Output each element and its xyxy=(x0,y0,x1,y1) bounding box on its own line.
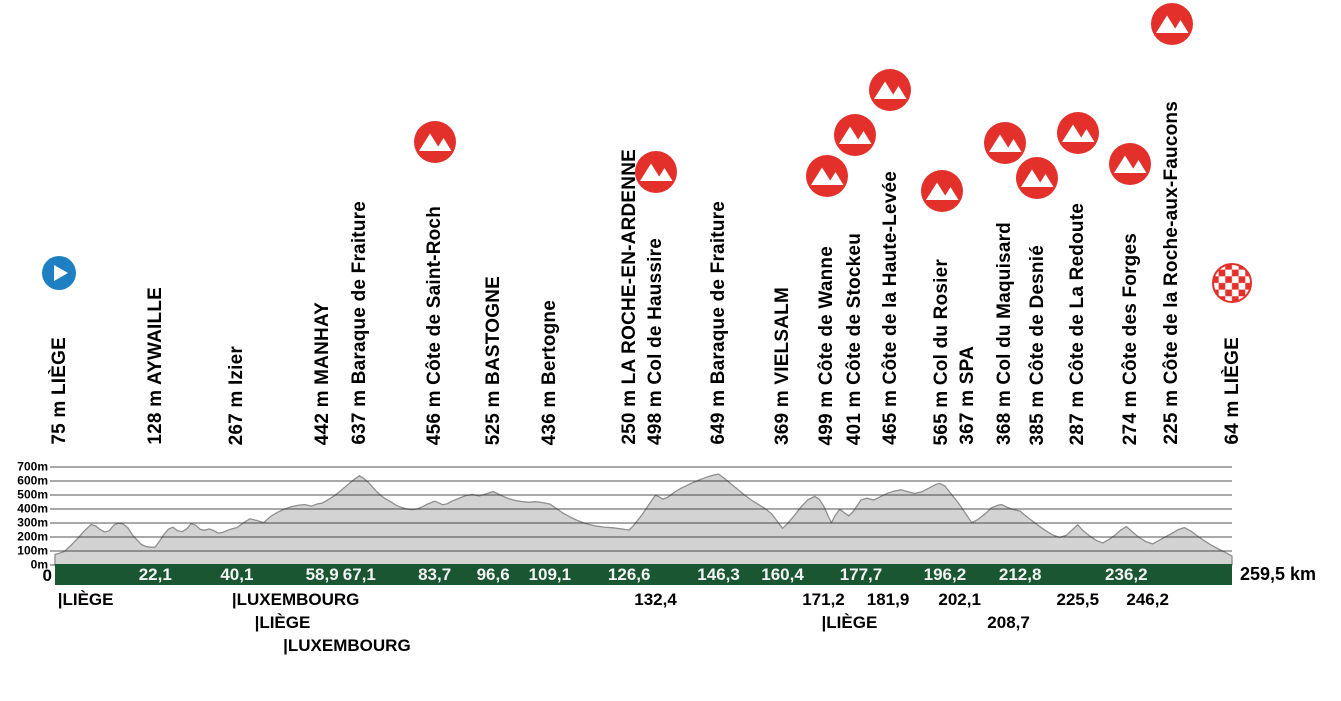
finish-icon xyxy=(1212,263,1252,308)
km-marker: 160,4 xyxy=(761,565,804,584)
waypoint-label-3: 442 m MANHAY xyxy=(311,301,333,445)
km-marker: 146,3 xyxy=(697,565,740,584)
waypoint-label-5: 456 m Côte de Saint-Roch xyxy=(424,205,446,445)
climb-icon xyxy=(1015,156,1059,205)
waypoint-label-21: 225 m Côte de la Roche-aux-Faucons xyxy=(1161,101,1183,445)
y-axis-tick-label: 200m xyxy=(17,530,48,544)
y-axis-tick-label: 600m xyxy=(17,474,48,488)
start-distance-label: 0 xyxy=(42,566,52,585)
climb-mountain-icon xyxy=(634,151,677,193)
waypoint-label-18: 385 m Côte de Desnié xyxy=(1026,244,1048,445)
km-marker: 171,2 xyxy=(802,590,845,609)
km-marker: 212,8 xyxy=(998,565,1042,584)
finish-checkered-icon xyxy=(1212,263,1252,303)
climb-icon xyxy=(1108,142,1152,191)
km-marker: 109,1 xyxy=(528,565,572,584)
waypoint-label-17: 368 m Col du Maquisard xyxy=(994,222,1016,445)
climb-icon xyxy=(833,113,877,162)
climb-icon xyxy=(868,68,912,117)
y-axis-tick-label: 0m xyxy=(31,558,48,572)
km-marker: 96,6 xyxy=(476,565,510,584)
y-axis-tick-label: 500m xyxy=(17,488,48,502)
climb-icon xyxy=(1056,111,1100,160)
elevation-area xyxy=(54,473,1233,566)
km-marker: 225,5 xyxy=(1056,590,1100,609)
climb-icon xyxy=(805,154,849,203)
km-marker: 208,7 xyxy=(987,613,1030,632)
y-axis-tick-label: 100m xyxy=(17,544,48,558)
waypoint-label-6: 525 m BASTOGNE xyxy=(482,275,504,445)
start-play-icon xyxy=(42,256,76,290)
km-marker: 22,1 xyxy=(138,565,172,584)
waypoint-label-14: 465 m Côte de la Haute-Levée xyxy=(879,171,901,445)
climb-icon xyxy=(983,121,1027,170)
province-border-label: |LUXEMBOURG xyxy=(231,590,360,609)
province-border-label: |LIÈGE xyxy=(57,590,114,609)
waypoint-label-1: 128 m AYWAILLE xyxy=(144,287,166,445)
waypoint-label-0: 75 m LIÈGE xyxy=(48,337,70,445)
climb-icon xyxy=(413,120,457,169)
province-border-label: |LIÈGE xyxy=(254,613,311,632)
waypoint-label-19: 287 m Côte de La Redoute xyxy=(1067,202,1089,445)
km-marker: 83,7 xyxy=(418,565,452,584)
climb-mountain-icon xyxy=(1150,3,1193,45)
waypoint-label-9: 498 m Col de Haussire xyxy=(645,238,667,445)
waypoint-label-16: 367 m SPA xyxy=(957,346,979,445)
climb-mountain-icon xyxy=(869,69,912,111)
y-axis-tick-label: 300m xyxy=(17,516,48,530)
km-marker: 202,1 xyxy=(938,590,981,609)
km-marker: 132,4 xyxy=(634,590,677,609)
km-marker: 181,9 xyxy=(866,590,910,609)
climb-icon xyxy=(634,150,678,199)
km-marker: 177,7 xyxy=(839,565,883,584)
km-marker: 236,2 xyxy=(1105,565,1148,584)
climb-icon xyxy=(920,169,964,218)
waypoint-label-22: 64 m LIÈGE xyxy=(1221,337,1243,445)
climb-mountain-icon xyxy=(1056,112,1099,154)
km-marker: 196,2 xyxy=(923,565,967,584)
y-axis-tick-label: 400m xyxy=(17,502,48,516)
climb-mountain-icon xyxy=(1109,143,1152,185)
climb-mountain-icon xyxy=(805,155,848,197)
km-marker: 246,2 xyxy=(1126,590,1169,609)
waypoint-label-2: 267 m Izier xyxy=(226,345,248,445)
y-axis-tick-label: 700m xyxy=(17,460,48,474)
km-marker: 126,6 xyxy=(607,565,651,584)
waypoint-label-11: 369 m VIELSALM xyxy=(772,286,794,445)
waypoint-label-15: 565 m Col du Rosier xyxy=(931,258,953,445)
waypoint-label-12: 499 m Côte de Wanne xyxy=(816,245,837,445)
start-icon xyxy=(41,255,77,296)
waypoint-label-20: 274 m Côte des Forges xyxy=(1119,232,1141,445)
waypoint-label-4: 637 m Baraque de Fraiture xyxy=(348,201,370,445)
climb-mountain-icon xyxy=(920,170,963,212)
climb-mountain-icon xyxy=(833,114,876,156)
province-border-label: |LUXEMBOURG xyxy=(283,636,411,655)
climb-mountain-icon xyxy=(413,121,456,163)
total-distance-label: 259,5 km xyxy=(1240,564,1317,584)
climb-icon xyxy=(1150,2,1194,51)
waypoint-label-13: 401 m Côte de Stockeu xyxy=(844,232,866,445)
waypoint-label-7: 436 m Bertogne xyxy=(539,299,561,445)
province-border-label: |LIÈGE xyxy=(821,613,878,632)
km-marker: 40,1 xyxy=(220,565,254,584)
km-marker: 58,9 xyxy=(305,565,339,584)
climb-mountain-icon xyxy=(1016,157,1059,199)
km-marker: 67,1 xyxy=(342,565,376,584)
waypoint-label-10: 649 m Baraque de Fraiture xyxy=(708,201,730,445)
climb-mountain-icon xyxy=(983,122,1026,164)
